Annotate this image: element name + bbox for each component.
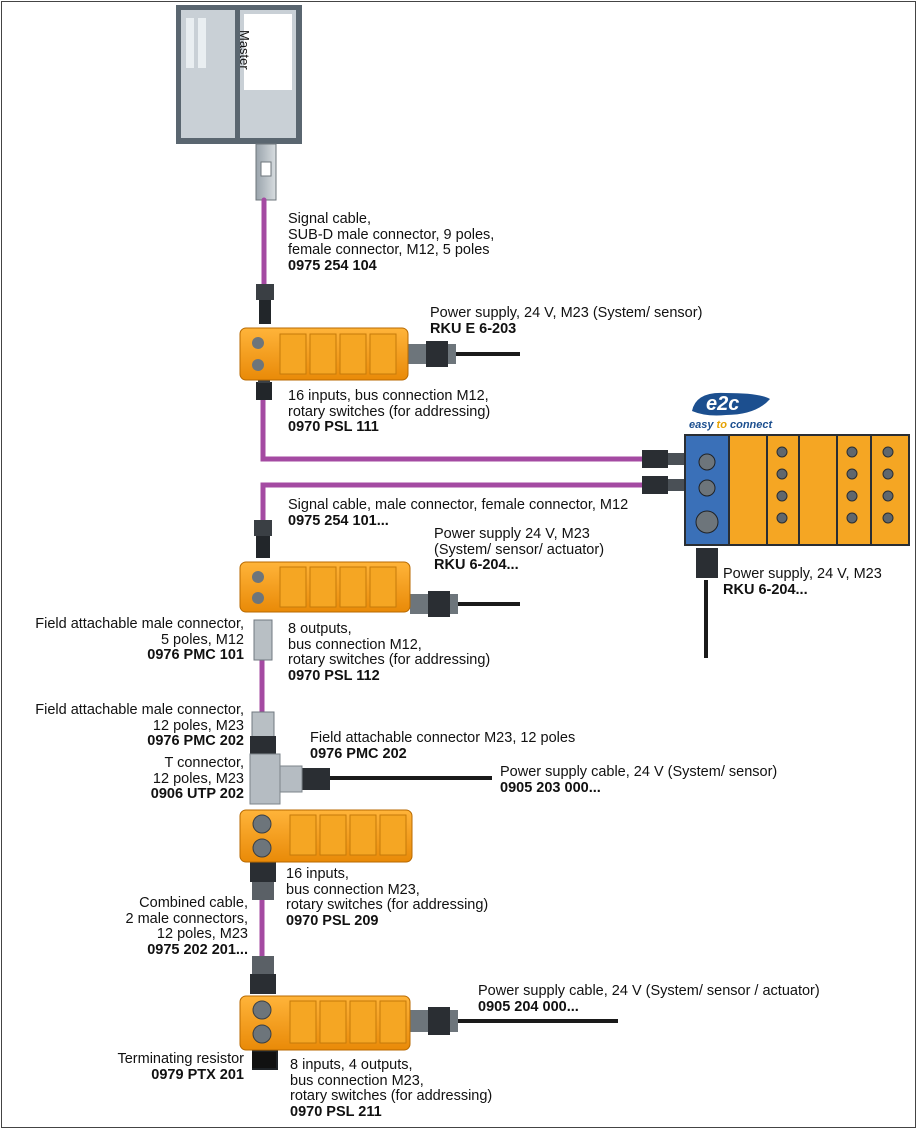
text-line: 8 outputs, bbox=[288, 621, 352, 637]
subd-connector bbox=[255, 143, 277, 201]
label-psl-111: 16 inputs, bus connection M12, rotary sw… bbox=[288, 388, 491, 436]
text-line: 8 inputs, 4 outputs, bbox=[290, 1057, 413, 1073]
text-line: Field attachable male connector, bbox=[35, 702, 244, 718]
part-number: RKU E 6-203 bbox=[430, 320, 517, 337]
part-number: 0905 203 000... bbox=[500, 779, 601, 796]
label-signal-cable-m12: Signal cable, male connector, female con… bbox=[288, 497, 629, 529]
part-number: 0970 PSL 111 bbox=[288, 419, 379, 435]
t-connector bbox=[249, 753, 303, 805]
text-line: rotary switches (for addressing) bbox=[288, 403, 491, 420]
part-number: 0975 202 201... bbox=[147, 941, 248, 958]
label-pmc-101: Field attachable male connector, 5 poles… bbox=[35, 616, 244, 664]
e2c-logo: e2c bbox=[692, 392, 770, 416]
text-line: Signal cable, male connector, female con… bbox=[288, 497, 629, 513]
part-number: 0970 PSL 112 bbox=[288, 667, 380, 684]
text-line: (System/ sensor/ actuator) bbox=[434, 541, 605, 558]
text-line: bus connection M12, bbox=[288, 636, 422, 653]
text-line: Power supply cable, 24 V (System/ sensor… bbox=[478, 983, 820, 999]
text-line: Field attachable connector M23, 12 poles bbox=[310, 730, 576, 746]
module-psl-111 bbox=[239, 327, 409, 381]
label-combined-cable: Combined cable, 2 male connectors, 12 po… bbox=[125, 895, 248, 958]
master-label: Master bbox=[237, 30, 252, 70]
text-line: Signal cable, bbox=[288, 211, 372, 227]
part-number: RKU 6-204... bbox=[434, 557, 519, 573]
svg-text:e2c: e2c bbox=[706, 393, 739, 415]
part-number: 0976 PMC 202 bbox=[310, 745, 407, 762]
text-line: female connector, M12, 5 poles bbox=[288, 242, 490, 258]
text-line: Terminating resistor bbox=[117, 1051, 244, 1067]
e2c-module bbox=[684, 434, 910, 546]
master-plc bbox=[176, 5, 302, 144]
text-line: 16 inputs, bus connection M12, bbox=[288, 388, 489, 404]
part-number: 0906 UTP 202 bbox=[150, 786, 244, 802]
text-line: Field attachable male connector, bbox=[35, 616, 244, 632]
module-psl-112 bbox=[239, 561, 411, 613]
label-terminating-resistor: Terminating resistor 0979 PTX 201 bbox=[117, 1051, 244, 1083]
text-line: Combined cable, bbox=[139, 895, 248, 911]
text-line: SUB-D male connector, 9 poles, bbox=[288, 226, 495, 243]
e2c-word-easy: easy bbox=[689, 419, 714, 431]
text-line: bus connection M23, bbox=[290, 1072, 424, 1089]
part-number: 0979 PTX 201 bbox=[151, 1066, 244, 1083]
e2c-tagline: easy to connect bbox=[689, 419, 772, 431]
part-number: 0976 PMC 101 bbox=[147, 647, 244, 663]
e2c-word-connect: connect bbox=[730, 419, 773, 431]
bus-cable-e2c-psl112 bbox=[260, 482, 645, 523]
label-power-supply-rku6-b: Power supply, 24 V, M23 RKU 6-204... bbox=[723, 566, 882, 598]
label-psl-211: 8 inputs, 4 outputs, bus connection M23,… bbox=[290, 1057, 493, 1120]
part-number: 0976 PMC 202 bbox=[147, 733, 244, 749]
bus-cables bbox=[259, 197, 645, 959]
e2c-word-to: to bbox=[716, 419, 727, 431]
part-number: 0975 254 104 bbox=[288, 257, 377, 274]
part-number: 0970 PSL 211 bbox=[290, 1103, 382, 1120]
part-number: RKU 6-204... bbox=[723, 581, 808, 598]
text-line: 5 poles, M12 bbox=[160, 631, 244, 648]
part-number: 0905 204 000... bbox=[478, 998, 579, 1015]
text-line: 12 poles, M23 bbox=[152, 770, 244, 787]
part-number: 0970 PSL 209 bbox=[286, 912, 379, 929]
text-line: 16 inputs, bbox=[286, 866, 349, 882]
part-number: 0975 254 101... bbox=[288, 512, 389, 529]
text-line: 12 poles, M23 bbox=[156, 926, 248, 942]
text-line: Power supply, 24 V, M23 (System/ sensor) bbox=[430, 305, 703, 321]
label-pmc-202-connector: Field attachable connector M23, 12 poles… bbox=[310, 730, 576, 762]
label-power-supply-rku-e: Power supply, 24 V, M23 (System/ sensor)… bbox=[430, 305, 703, 337]
module-psl-211 bbox=[239, 995, 411, 1051]
label-power-cable-204: Power supply cable, 24 V (System/ sensor… bbox=[478, 983, 820, 1015]
text-line: rotary switches (for addressing) bbox=[288, 652, 491, 668]
text-line: Power supply 24 V, M23 bbox=[434, 526, 590, 542]
text-line: T connector, bbox=[164, 755, 244, 771]
label-psl-112: 8 outputs, bus connection M12, rotary sw… bbox=[288, 621, 491, 684]
text-line: Power supply, 24 V, M23 bbox=[723, 566, 882, 582]
text-line: 12 poles, M23 bbox=[152, 717, 244, 734]
bus-cable-psl111-e2c bbox=[260, 397, 645, 462]
text-line: bus connection M23, bbox=[286, 881, 420, 898]
terminating-resistor bbox=[252, 1052, 276, 1068]
text-line: Power supply cable, 24 V (System/ sensor… bbox=[500, 764, 778, 780]
label-t-connector: T connector, 12 poles, M23 0906 UTP 202 bbox=[150, 755, 244, 803]
text-line: rotary switches (for addressing) bbox=[286, 897, 489, 913]
label-power-supply-rku6-a: Power supply 24 V, M23 (System/ sensor/ … bbox=[434, 526, 605, 574]
label-pmc-202-male: Field attachable male connector, 12 pole… bbox=[35, 702, 244, 750]
label-signal-cable-subd: Signal cable, SUB-D male connector, 9 po… bbox=[288, 211, 495, 274]
module-psl-209 bbox=[239, 809, 413, 863]
text-line: rotary switches (for addressing) bbox=[290, 1088, 493, 1104]
text-line: 2 male connectors, bbox=[125, 910, 248, 927]
label-power-cable-203: Power supply cable, 24 V (System/ sensor… bbox=[500, 764, 778, 796]
label-psl-209: 16 inputs, bus connection M23, rotary sw… bbox=[286, 866, 489, 929]
power-cables bbox=[330, 352, 708, 1023]
